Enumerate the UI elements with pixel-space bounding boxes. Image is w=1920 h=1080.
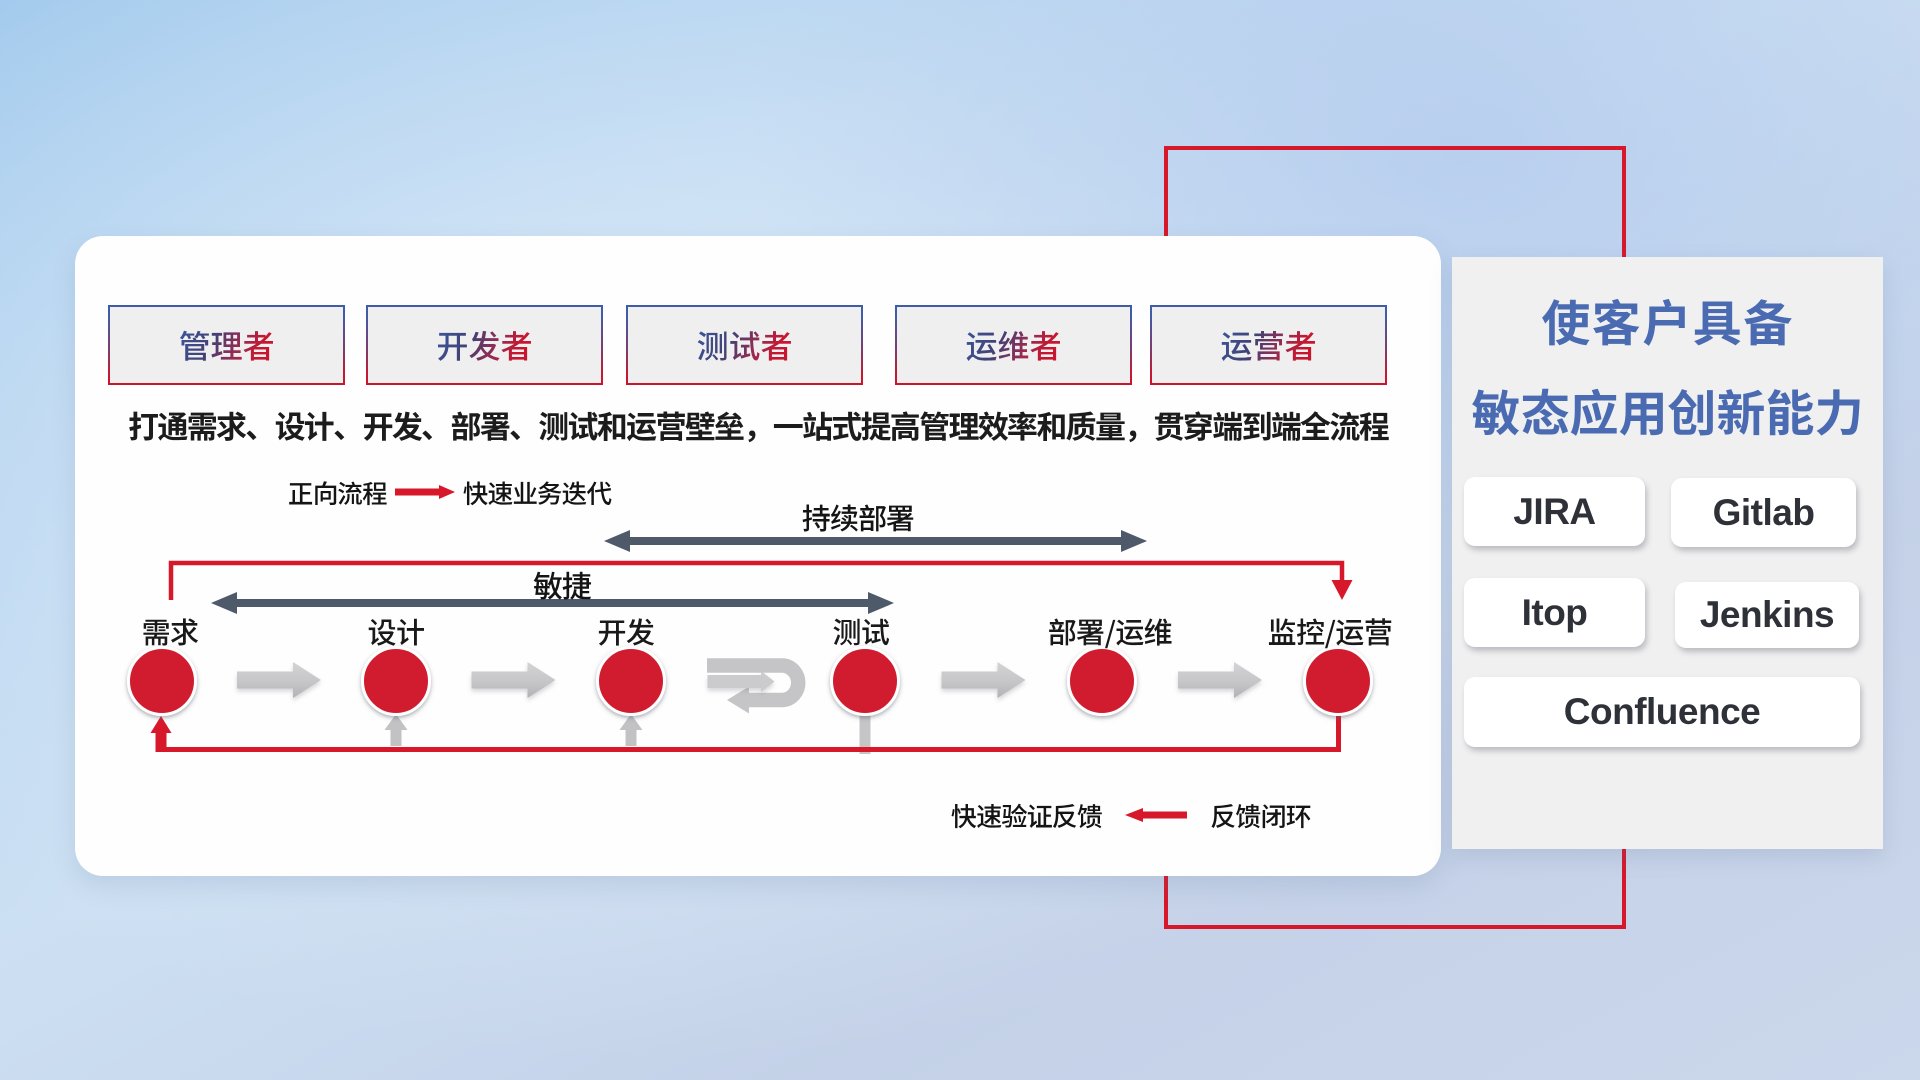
stage-label: 监控/运营 <box>1267 610 1393 652</box>
role-box[interactable]: 管理者 <box>108 305 345 385</box>
role-label: 运维者 <box>965 322 1062 368</box>
tool-button-itop[interactable]: Itop <box>1464 578 1645 647</box>
continuous-deploy-arrow-icon <box>604 530 1147 552</box>
panel-title-line2: 敏态应用创新能力 <box>1471 375 1864 446</box>
legend-feedback-label: 反馈闭环 <box>1210 796 1312 834</box>
role-box[interactable]: 测试者 <box>626 305 863 385</box>
forward-flow-loop <box>168 560 1353 600</box>
tool-button-jenkins[interactable]: Jenkins <box>1675 582 1859 648</box>
feedback-up-arrows <box>384 714 643 746</box>
stage-label: 设计 <box>367 610 425 652</box>
flow-arrow-right-icon <box>941 662 1026 698</box>
role-label: 开发者 <box>436 322 533 368</box>
role-label: 测试者 <box>696 322 793 368</box>
agile-label: 敏捷 <box>533 562 592 606</box>
process-card: 管理者 开发者 测试者 运维者 运营者 打通需求、设计、开发、部署、测试和运营壁垒，一站… <box>75 236 1441 876</box>
panel-title-line1: 使客户具备 <box>1541 285 1794 356</box>
role-label: 运营者 <box>1220 322 1317 368</box>
process-subtitle: 打通需求、设计、开发、部署、测试和运营壁垒，一站式提高管理效率和质量，贯穿端到端… <box>128 402 1390 447</box>
test-connector-bar <box>859 713 871 754</box>
stage-label: 需求 <box>141 610 199 652</box>
flow-diagram-graphics <box>127 530 1373 754</box>
agile-arrow-icon <box>211 592 894 614</box>
stage-label: 开发 <box>597 610 655 652</box>
flow-arrow-right-icon <box>471 662 556 698</box>
legend-feedback-desc: 快速验证反馈 <box>951 796 1103 834</box>
legend-forward-desc: 快速业务迭代 <box>462 473 612 511</box>
iterate-uturn-arrow-icon <box>707 658 806 714</box>
legend-feedback: 快速验证反馈 反馈闭环 <box>951 797 1312 834</box>
legend-forward: 正向流程 快速业务迭代 <box>288 474 612 511</box>
red-right-arrow-icon <box>394 485 455 499</box>
stage-label: 测试 <box>832 610 890 652</box>
tool-button-confluence[interactable]: Confluence <box>1464 677 1860 747</box>
continuous-deploy-label: 持续部署 <box>801 496 915 538</box>
red-left-arrow-icon <box>1125 808 1188 822</box>
role-box[interactable]: 开发者 <box>366 305 603 385</box>
role-box[interactable]: 运维者 <box>895 305 1132 385</box>
stage-circles <box>127 646 1373 716</box>
feedback-line-over-connector <box>859 747 871 752</box>
tool-button-gitlab[interactable]: Gitlab <box>1671 478 1856 547</box>
legend-forward-label: 正向流程 <box>288 473 388 511</box>
role-box[interactable]: 运营者 <box>1150 305 1387 385</box>
feedback-loop <box>150 713 1341 752</box>
stage-label: 部署/运维 <box>1047 610 1173 652</box>
flow-arrow-right-icon <box>1178 662 1262 698</box>
role-label: 管理者 <box>178 322 275 368</box>
tool-button-jira[interactable]: JIRA <box>1464 477 1645 546</box>
flow-arrow-right-icon <box>237 662 321 698</box>
